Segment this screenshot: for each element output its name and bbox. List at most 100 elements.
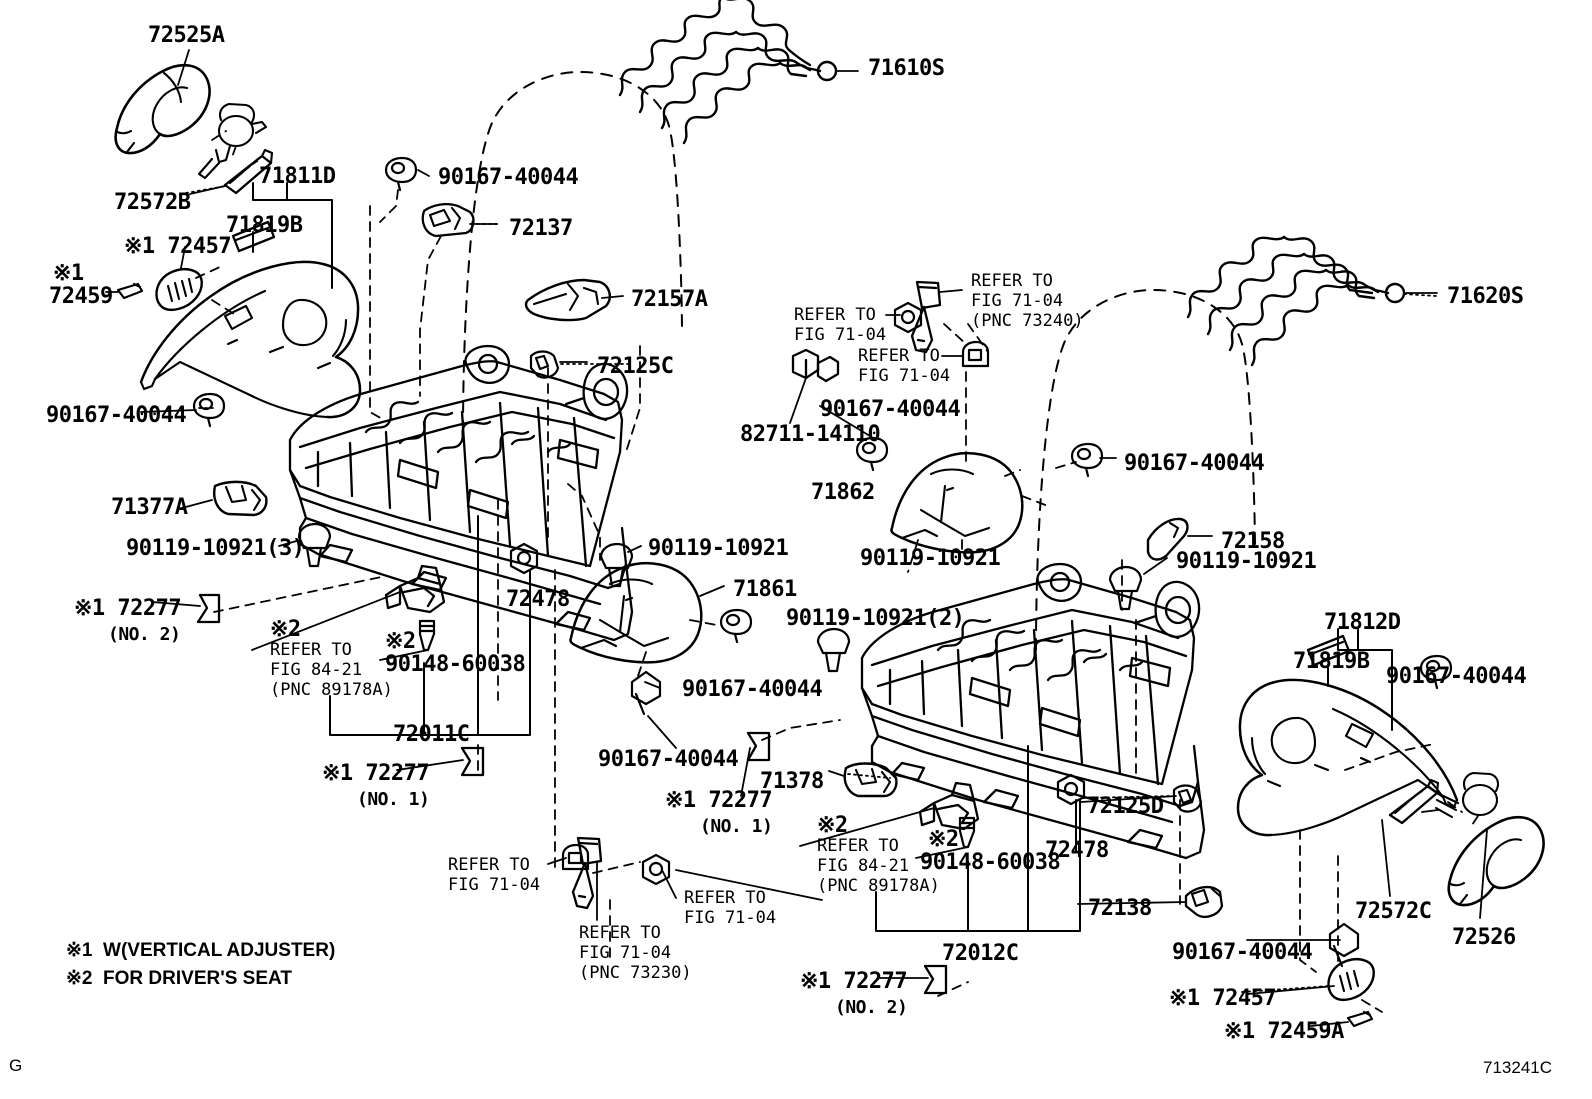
part-71861-left-side-shield [569,561,703,664]
part-label-l61: 90148-60038 [920,850,1061,875]
part-label-l47: 72011C [393,722,470,747]
fastener-clip-lower-center [561,843,590,871]
fastener-90119-10921-a [297,522,332,568]
part-label-l76: ※1 72457 [1169,986,1277,1011]
part-label-l38: ※2 [270,617,301,642]
part-label-l72: 72012C [942,941,1019,966]
part-label-l26: 71377A [111,495,188,520]
fastener-90167-40044-f [630,670,662,716]
part-label-l31: 90119-10921 [1176,549,1317,574]
part-72525A-hub [197,102,268,180]
part-71610S-spring-set [618,0,838,145]
fastener-90167-40044-a [384,156,418,192]
part-label-l50: (NO. 1) [357,789,430,810]
part-label-l02: 71610S [868,56,945,81]
fastener-90167-40044-c [855,436,889,472]
part-label-l15: (PNC 73240) [971,311,1084,331]
part-71620S-spring-set [1186,235,1406,367]
part-71812D-right-cover [1236,678,1459,837]
part-label-l13: REFER TO [971,271,1053,291]
fastener-nut-72478-left [509,542,539,575]
part-label-l67: FIG 71-04 [579,943,672,963]
part-71862-right-side-shield [890,451,1024,554]
part-label-l16: REFER TO [794,305,876,325]
part-72457-right-clip [1327,958,1375,1001]
part-label-l60: ※2 [928,827,959,852]
part-72457-left-clip [155,268,203,311]
fastener-nut-72478-right [1056,773,1086,806]
fastener-90119-10921-b [599,542,634,588]
part-label-l24: 90167-40044 [1124,451,1265,476]
seatback-outline-right [1035,289,1256,651]
part-label-l55: 72478 [1045,838,1109,863]
part-72526-recliner-handle [1447,815,1545,907]
sensor-left-84-21 [384,564,446,614]
part-label-l43: 90148-60038 [385,652,526,677]
part-72125D-clip [1172,784,1203,813]
part-label-l19: FIG 71-04 [858,366,951,386]
fastener-nut-lower-center [641,853,671,886]
part-82711-14110-connector [791,348,840,383]
bracket-72012C [875,745,1081,932]
part-label-l49: ※1 72277 [322,761,430,786]
part-label-l04: 90167-40044 [438,165,579,190]
part-label-l06: 71819B [226,213,303,238]
fastener-90167-40044-e [719,608,753,644]
part-72125C-clip [529,350,560,379]
part-72459-left-clip [116,282,144,300]
part-72277-no1-left [460,746,485,777]
part-label-l57: REFER TO [817,836,899,856]
part-label-l08: ※1 72457 [124,234,232,259]
fastener-90119-10921-d [1108,565,1143,611]
fastener-90167-40044-b [192,392,226,428]
part-label-l77: ※1 72459A [1224,1019,1344,1044]
part-72158-bracket [1146,517,1189,561]
part-71378-bracket [843,762,898,798]
part-72138-clip [1184,885,1224,918]
part-label-l46: 90167-40044 [682,677,823,702]
buckle-upper-right [910,280,942,354]
part-label-l25: 71862 [811,480,875,505]
part-label-l36: 90119-10921(2) [786,606,965,631]
part-label-l52: ※1 72277 [665,788,773,813]
leader-lines-dotted [185,185,1437,993]
part-label-l66: REFER TO [579,923,661,943]
part-label-l22: 90167-40044 [46,403,187,428]
fastener-90167-40044-g [1419,654,1453,690]
part-label-l23: 82711-14110 [740,422,881,447]
figure-code: 713241C [1483,1058,1553,1077]
part-72137-bracket [421,203,475,238]
part-72277-no1-center [746,731,771,762]
part-72525A-recliner-handle [114,63,211,155]
part-label-l41: (PNC 89178A) [270,680,393,700]
part-label-l59: (PNC 89178A) [817,876,940,896]
fastener-90148-60038-a [418,619,436,652]
part-label-l03: 71811D [259,164,336,189]
part-72157A-bracket [524,278,612,322]
part-label-l53: (NO. 1) [700,816,773,837]
sensor-right-84-21 [918,781,980,831]
fastener-90167-40044-d [1070,442,1104,478]
part-label-l32: 72478 [506,587,570,612]
part-label-l40: FIG 84-21 [270,660,363,680]
part-72572B-serrated-strip [223,148,274,195]
part-label-l27: 72158 [1221,529,1285,554]
part-label-l54: 72125D [1087,794,1164,819]
part-label-l11: 72157A [631,287,708,312]
part-label-l21: 90167-40044 [820,397,961,422]
part-label-l56: ※2 [817,813,848,838]
part-label-l45: 90167-40044 [1386,664,1527,689]
part-label-l64: REFER TO [684,888,766,908]
legend-note-2: ※2 FOR DRIVER'S SEAT [66,968,292,989]
part-label-l20: 72125C [597,354,674,379]
part-72011C-left-seat-adjuster [288,344,634,642]
part-label-l07: 72137 [509,216,573,241]
bracket-71811D [252,182,333,289]
part-label-l58: FIG 84-21 [817,856,910,876]
part-label-l35: (NO. 2) [108,624,181,645]
part-71377A-bracket [213,480,268,517]
part-label-l12: 71620S [1447,284,1524,309]
fastener-90119-10921-c [816,627,851,673]
